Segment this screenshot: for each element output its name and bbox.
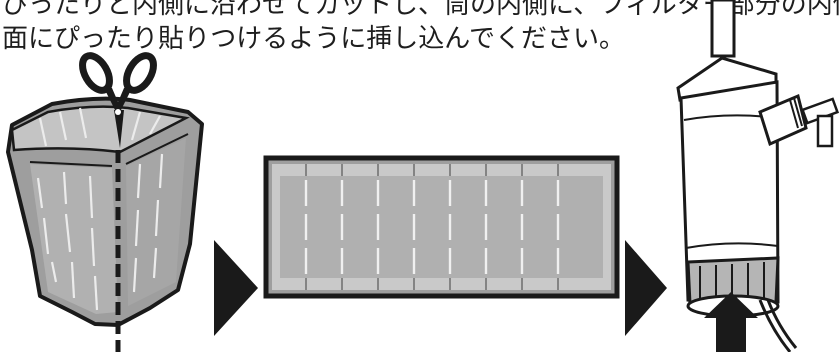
outlet-nozzle bbox=[758, 93, 839, 148]
instruction-line-1: ぴったりと内側に沿わせてカットし、筒の内側に、フィルター部分の内側 bbox=[2, 0, 839, 20]
arrow-up-icon bbox=[704, 292, 758, 352]
arrow-right-icon bbox=[214, 240, 258, 336]
instruction-text: ぴったりと内側に沿わせてカットし、筒の内側に、フィルター部分の内側 面にぴったり… bbox=[2, 0, 839, 56]
instruction-line-2: 面にぴったり貼りつけるように挿し込んでください。 bbox=[2, 24, 625, 54]
filter-housing bbox=[676, 0, 839, 352]
scissors-icon bbox=[79, 52, 157, 148]
arrow-right-icon bbox=[625, 240, 667, 336]
filter-basket bbox=[6, 96, 204, 327]
flattened-filter-sheet bbox=[263, 155, 620, 299]
